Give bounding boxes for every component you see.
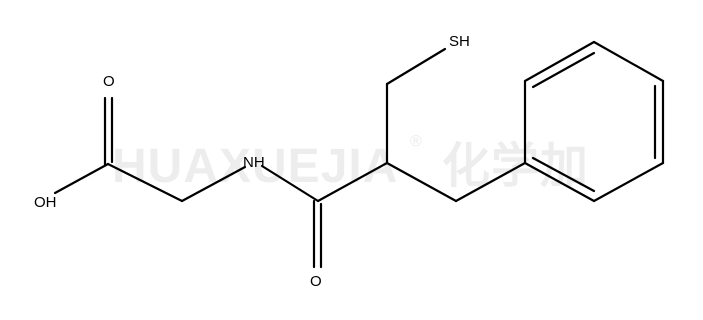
atom-label-o-acid: O — [103, 73, 115, 90]
ring-bond-5 — [592, 161, 665, 203]
bond-ch2-ring — [454, 161, 527, 203]
bonds — [53, 40, 665, 269]
atom-label-sh: SH — [449, 33, 470, 50]
watermark-registered-mark: ® — [410, 133, 422, 150]
bond-carbonyl-ch — [316, 161, 389, 203]
atom-label-nh: NH — [243, 154, 265, 171]
ring-bond-3 — [592, 40, 665, 83]
bond-acid-ch2 — [106, 162, 184, 203]
bond-ch-ch2-benzyl — [385, 161, 458, 203]
ring-double-inner-1 — [531, 51, 596, 89]
atom-label-oh: OH — [34, 194, 57, 211]
ring-bond-6 — [523, 161, 596, 203]
bond-nh-carbonyl — [260, 164, 320, 203]
watermark: HUAXUEJIA ® 化学加 — [112, 133, 588, 193]
ring-double-inner-3 — [531, 156, 596, 193]
bond-ch2-nh — [180, 165, 247, 203]
atom-labels: SH NH O OH O — [34, 33, 470, 290]
atom-label-o-amide: O — [310, 273, 322, 290]
ring-bond-2 — [523, 40, 596, 83]
bond-ch2-sh — [385, 47, 447, 86]
bond-c-oh — [53, 162, 110, 195]
